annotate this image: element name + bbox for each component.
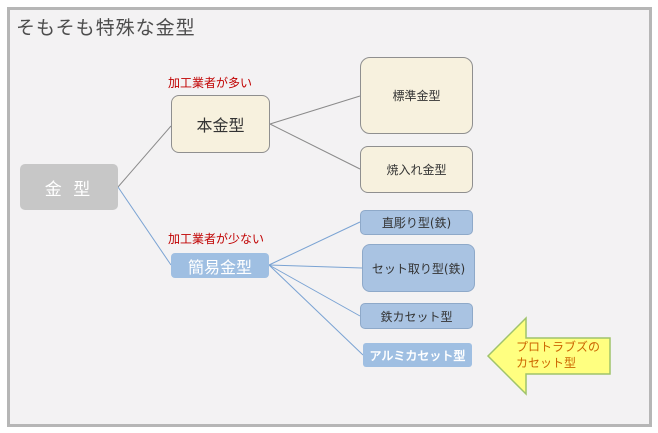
root-node-mold: 金 型	[20, 164, 118, 210]
connector-root-main	[117, 125, 172, 188]
node-direct-carved-steel: 直彫り型(鉄)	[360, 210, 473, 235]
note-few-suppliers: 加工業者が少ない	[168, 232, 265, 246]
note-many-suppliers: 加工業者が多い	[168, 76, 253, 90]
connector-simple-b4	[268, 264, 364, 356]
node-aluminum-cassette: アルミカセット型	[363, 343, 472, 367]
connector-simple-b1	[268, 221, 361, 266]
node-set-cavity-steel: セット取り型(鉄)	[362, 244, 475, 292]
callout-line-2: カセット型	[516, 356, 577, 370]
connector-simple-b2	[268, 264, 363, 269]
connector-simple-b3	[268, 264, 361, 317]
node-hardened-mold: 焼入れ金型	[360, 146, 473, 193]
connector-main-hardened	[269, 123, 361, 170]
node-standard-mold: 標準金型	[360, 57, 473, 134]
node-main-mold: 本金型	[171, 95, 270, 153]
node-simple-mold: 簡易金型	[171, 253, 269, 278]
callout-line-1: プロトラブズの	[516, 340, 601, 354]
node-steel-cassette: 鉄カセット型	[360, 303, 473, 329]
connector-main-standard	[269, 95, 361, 125]
connector-root-simple	[117, 186, 172, 266]
callout-arrow-icon	[486, 316, 611, 396]
page-title: そもそも特殊な金型	[16, 17, 196, 39]
callout-text: プロトラブズの カセット型	[516, 339, 606, 371]
